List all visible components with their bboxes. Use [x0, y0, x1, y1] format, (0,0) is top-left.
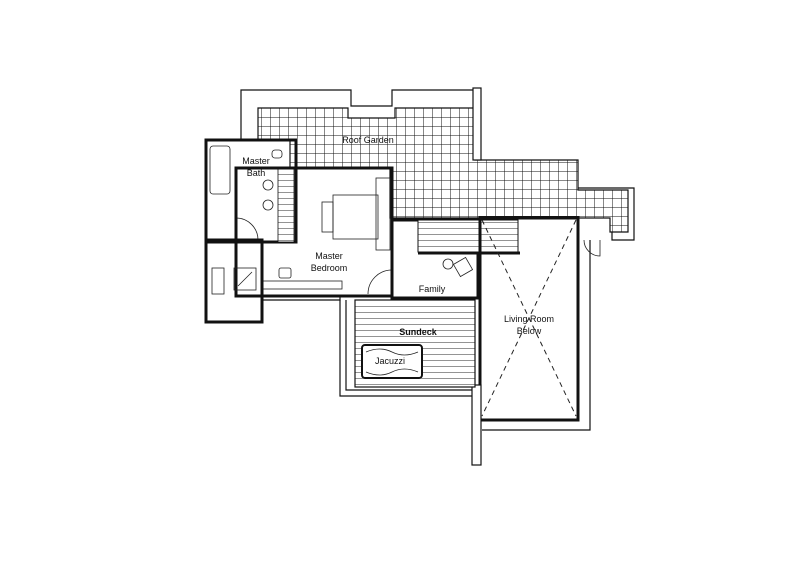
- toilet: [271, 149, 283, 159]
- family-label: Family: [419, 284, 446, 294]
- chair: [278, 267, 292, 279]
- bathtub: [209, 145, 231, 195]
- master-bedroom-label-2: Bedroom: [311, 263, 348, 273]
- desk: [261, 280, 343, 290]
- side-table: [442, 258, 454, 270]
- sundeck-label: Sundeck: [399, 327, 438, 337]
- master-bedroom-label: Master: [315, 251, 343, 261]
- master-bath-label: Master: [242, 156, 270, 166]
- bed-headboard: [321, 201, 334, 233]
- open-to-below-x: [481, 219, 577, 417]
- bed: [332, 194, 379, 240]
- roof-garden-outline: [240, 89, 473, 140]
- roof-post: [472, 87, 482, 161]
- living-room-label: Living Room: [504, 314, 554, 324]
- roof-extension-outline: [578, 187, 635, 241]
- roof-garden-label: Roof Garden: [342, 135, 394, 145]
- closet: [277, 167, 295, 243]
- jacuzzi-label: Jacuzzi: [375, 356, 405, 366]
- lower-left-outline: [262, 296, 341, 301]
- living-outline: [482, 240, 591, 431]
- sink: [262, 179, 274, 191]
- column: [471, 384, 482, 466]
- sundeck-outline: [339, 300, 472, 397]
- armchair: [452, 256, 474, 278]
- bedroom-door: [367, 269, 393, 295]
- living-door: [583, 239, 601, 257]
- jacuzzi-water: [365, 348, 419, 376]
- master-bath-label-2: Bath: [247, 168, 266, 178]
- sink: [262, 199, 274, 211]
- nightstand: [375, 177, 391, 251]
- stairs: [417, 219, 519, 253]
- master-bath: [204, 138, 298, 244]
- left-service-block: [204, 238, 264, 324]
- roof-garden-tiles: [257, 107, 629, 233]
- jacuzzi: [361, 344, 423, 379]
- bath-door: [235, 217, 259, 241]
- shower-drain: [237, 271, 253, 287]
- closet-left: [211, 267, 225, 295]
- living-room-below: [478, 216, 580, 422]
- shower: [233, 267, 257, 291]
- living-room-label-2: Below: [517, 326, 542, 336]
- master-bedroom: [234, 166, 394, 298]
